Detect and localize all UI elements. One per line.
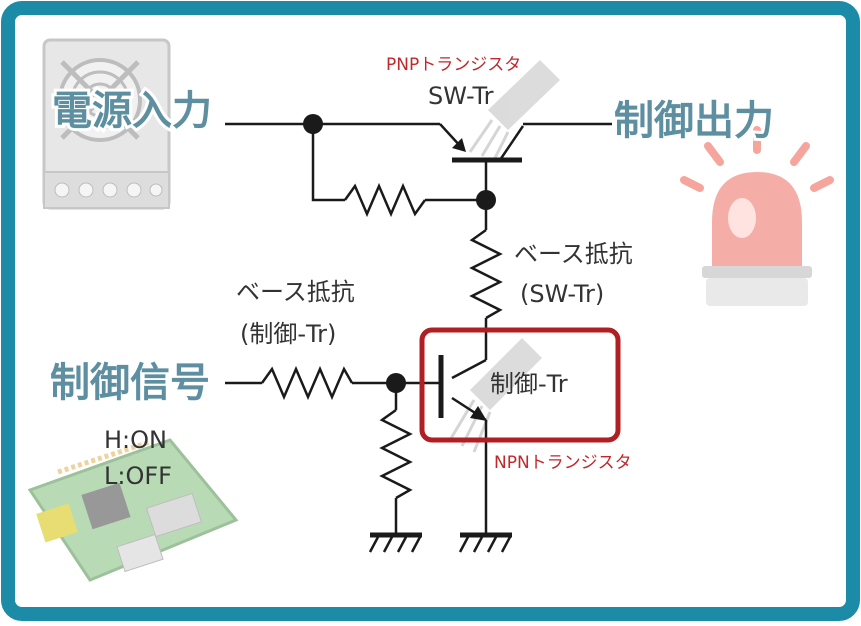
ctrl-transistor-type-label: NPNトランジスタ: [494, 453, 632, 473]
sw-transistor-type-label: PNPトランジスタ: [386, 55, 521, 75]
junction-dot: [476, 190, 496, 210]
signal-off-label: L:OFF: [104, 462, 172, 490]
sw-transistor-name-label: SW-Tr: [428, 82, 494, 110]
ctrl-transistor-name-label: 制御-Tr: [490, 370, 568, 398]
ground-symbol-icon: [458, 532, 512, 553]
ground-symbol-icon: [368, 532, 422, 553]
control-signal-label: 制御信号: [50, 360, 210, 406]
power-input-label: 電源入力: [52, 88, 212, 134]
power-supply-icon: [42, 38, 171, 210]
transistor-package-icon: [468, 60, 560, 161]
signal-on-label: H:ON: [104, 426, 167, 454]
pnp-emitter-arrow: [452, 138, 466, 152]
rotating-warning-light-icon: [680, 126, 834, 306]
npn-emitter-arrow: [470, 406, 487, 421]
raspberry-pi-board-icon: [27, 438, 239, 582]
sw-base-resistor-sublabel: (SW-Tr): [520, 280, 604, 308]
control-transistor-highlight-box: [419, 327, 621, 443]
control-output-label: 制御出力: [614, 98, 774, 144]
sw-base-resistor-label: ベース抵抗: [514, 240, 633, 268]
junction-dot: [386, 373, 406, 393]
ctrl-base-resistor-sublabel: (制御-Tr): [240, 320, 336, 348]
ctrl-base-resistor-label: ベース抵抗: [236, 278, 355, 306]
junction-dot: [303, 114, 323, 134]
